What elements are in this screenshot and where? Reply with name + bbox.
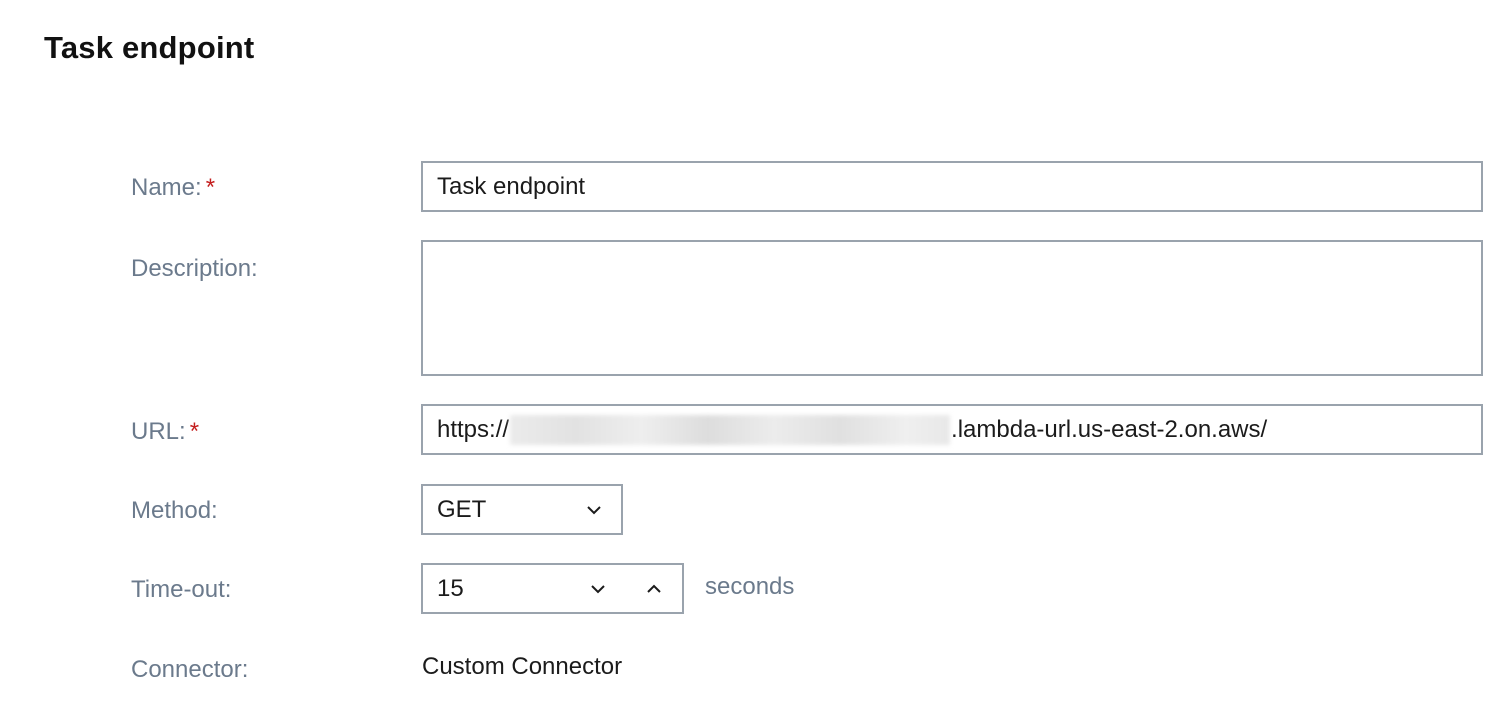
connector-label: Connector: xyxy=(131,656,249,683)
url-suffix: .lambda-url.us-east-2.on.aws/ xyxy=(951,415,1268,443)
connector-value: Custom Connector xyxy=(422,653,623,680)
method-label: Method: xyxy=(131,497,218,524)
timeout-label: Time-out: xyxy=(131,576,232,603)
url-redacted-segment xyxy=(510,414,951,445)
url-required-mark: * xyxy=(189,418,200,445)
timeout-stepper[interactable]: 15 xyxy=(421,563,684,614)
timeout-unit: seconds xyxy=(705,573,795,600)
url-label-text: URL: xyxy=(131,418,186,445)
chevron-down-icon xyxy=(591,584,605,593)
chevron-up-icon xyxy=(647,584,661,593)
name-label-text: Name: xyxy=(131,174,202,201)
page-title: Task endpoint xyxy=(44,30,255,65)
name-required-mark: * xyxy=(205,174,216,201)
method-selected-value: GET xyxy=(437,495,487,523)
chevron-down-icon xyxy=(587,505,601,514)
url-prefix: https:// xyxy=(437,415,510,443)
url-label: URL:* xyxy=(131,418,199,446)
timeout-decrement-button[interactable] xyxy=(570,565,626,612)
description-textarea[interactable] xyxy=(421,240,1483,376)
timeout-value[interactable]: 15 xyxy=(437,574,464,602)
timeout-increment-button[interactable] xyxy=(626,565,682,612)
name-label: Name:* xyxy=(131,174,215,202)
url-input[interactable]: https:// .lambda-url.us-east-2.on.aws/ xyxy=(421,404,1483,455)
method-select[interactable]: GET xyxy=(421,484,623,535)
description-label: Description: xyxy=(131,255,258,282)
name-input[interactable] xyxy=(421,161,1483,212)
